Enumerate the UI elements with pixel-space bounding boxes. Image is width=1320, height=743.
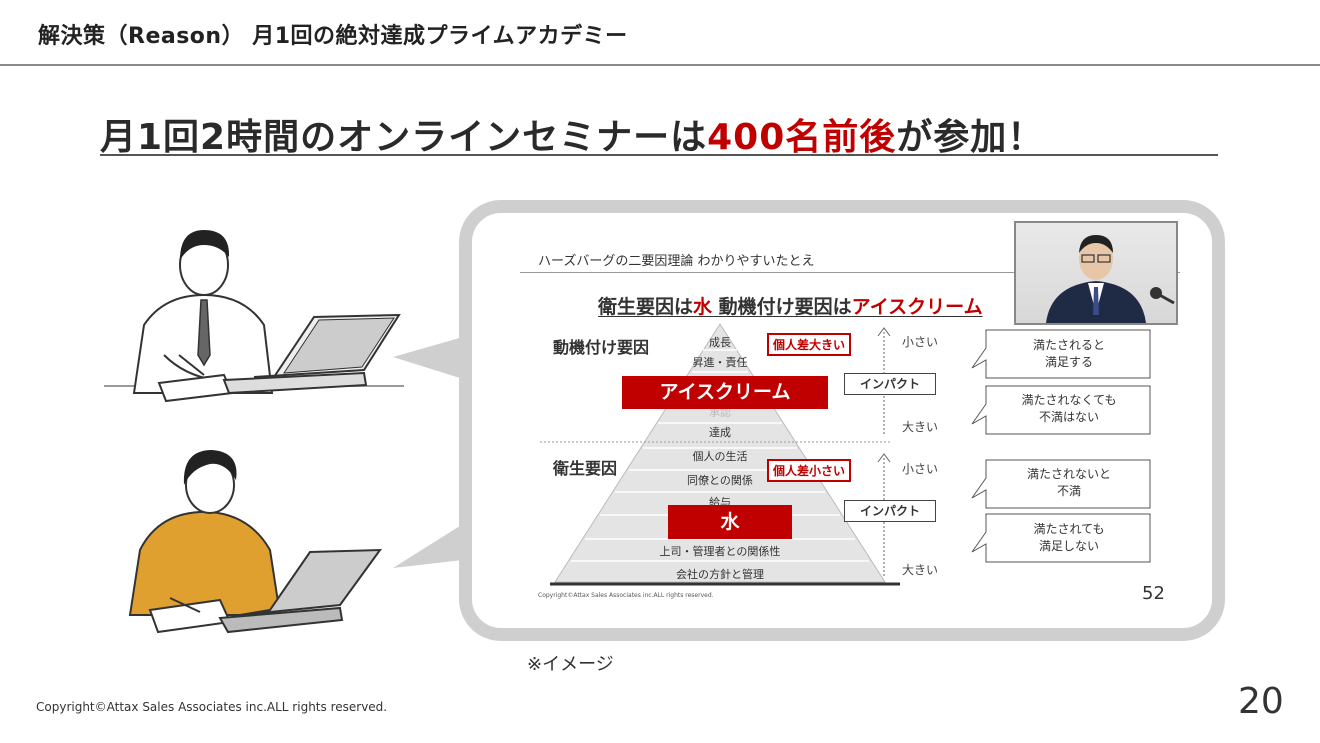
icecream-box: アイスクリーム [622, 376, 828, 409]
scale-small-top: 小さい [902, 335, 939, 349]
presenter-webcam-video [1014, 221, 1178, 325]
scale-small-bottom: 小さい [902, 462, 939, 476]
motivation-factor-label: 動機付け要因 [553, 338, 650, 357]
pyramid-item-company-policy: 会社の方針と管理 [676, 568, 764, 581]
hygiene-factor-label: 衛生要因 [553, 459, 618, 478]
impact-box-top: インパクト [844, 373, 936, 395]
slide-headline-text-2: 動機付け要因は [712, 296, 852, 318]
image-caption: ※イメージ [527, 654, 614, 675]
water-box: 水 [668, 505, 792, 539]
slide-headline-water: 水 [693, 296, 713, 318]
speech-bubble-tail-top [393, 337, 463, 379]
pyramid-item-recognition: 承認 [709, 406, 731, 419]
pyramid-item-promotion: 昇進・責任 [692, 356, 748, 369]
callout-not-satisfied-when-met: 満たされても 満足しない [1033, 522, 1105, 553]
callout-dissatisfied-when-unmet: 満たされないと 不満 [1026, 467, 1111, 498]
slide-inner-copyright: Copyright©Attax Sales Associates inc.ALL… [538, 592, 714, 599]
headline-text-1: 月1回2時間のオンラインセミナーは [100, 117, 708, 158]
woman-with-laptop-illustration [128, 450, 383, 634]
slide-headline-text-1: 衛生要因は [598, 296, 694, 318]
small-individual-difference-badge: 個人差小さい [767, 459, 852, 482]
headline-text-2: が参加！ [896, 117, 1045, 158]
speech-bubble-tail-bottom [393, 524, 463, 568]
scale-large-top: 大きい [902, 420, 939, 434]
page-number: 20 [1238, 681, 1284, 722]
slide-inner-headline: 衛生要因は水 動機付け要因はアイスクリーム [598, 292, 983, 319]
scale-large-bottom: 大きい [902, 563, 939, 577]
slide-inner-page-number: 52 [1142, 583, 1165, 604]
slide-inner-divider [520, 272, 1180, 273]
callout-satisfied-when-met: 満たされると 満足する [1032, 338, 1105, 369]
slide-headline: 月1回2時間のオンラインセミナーは400名前後が参加！ [100, 108, 1218, 158]
impact-scale-arrows [877, 327, 891, 576]
footer-copyright: Copyright©Attax Sales Associates inc.ALL… [36, 700, 388, 714]
presenter-avatar [1046, 235, 1175, 323]
callout-no-dissatisfaction: 満たされなくても 不満はない [1021, 393, 1117, 424]
pyramid-item-managers: 上司・管理者との関係性 [659, 545, 781, 558]
large-individual-difference-badge: 個人差大きい [767, 333, 852, 356]
pyramid-item-achievement: 達成 [709, 426, 731, 439]
page-header-title: 解決策（Reason） 月1回の絶対達成プライムアカデミー [38, 24, 628, 49]
pyramid-item-growth: 成長 [709, 336, 731, 349]
slide-inner-title: ハーズバーグの二要因理論 わかりやすいたとえ [538, 254, 815, 269]
header-divider [0, 64, 1320, 66]
pyramid-item-personal-life: 個人の生活 [692, 450, 748, 463]
man-with-laptop-illustration [104, 230, 404, 403]
impact-box-bottom: インパクト [844, 500, 936, 522]
pyramid-item-coworkers: 同僚との関係 [687, 474, 753, 487]
headline-highlight: 400名前後 [707, 117, 897, 158]
slide-headline-icecream: アイスクリーム [851, 296, 983, 318]
callout-boxes [971, 329, 1151, 563]
pyramid-diagram [540, 323, 900, 586]
